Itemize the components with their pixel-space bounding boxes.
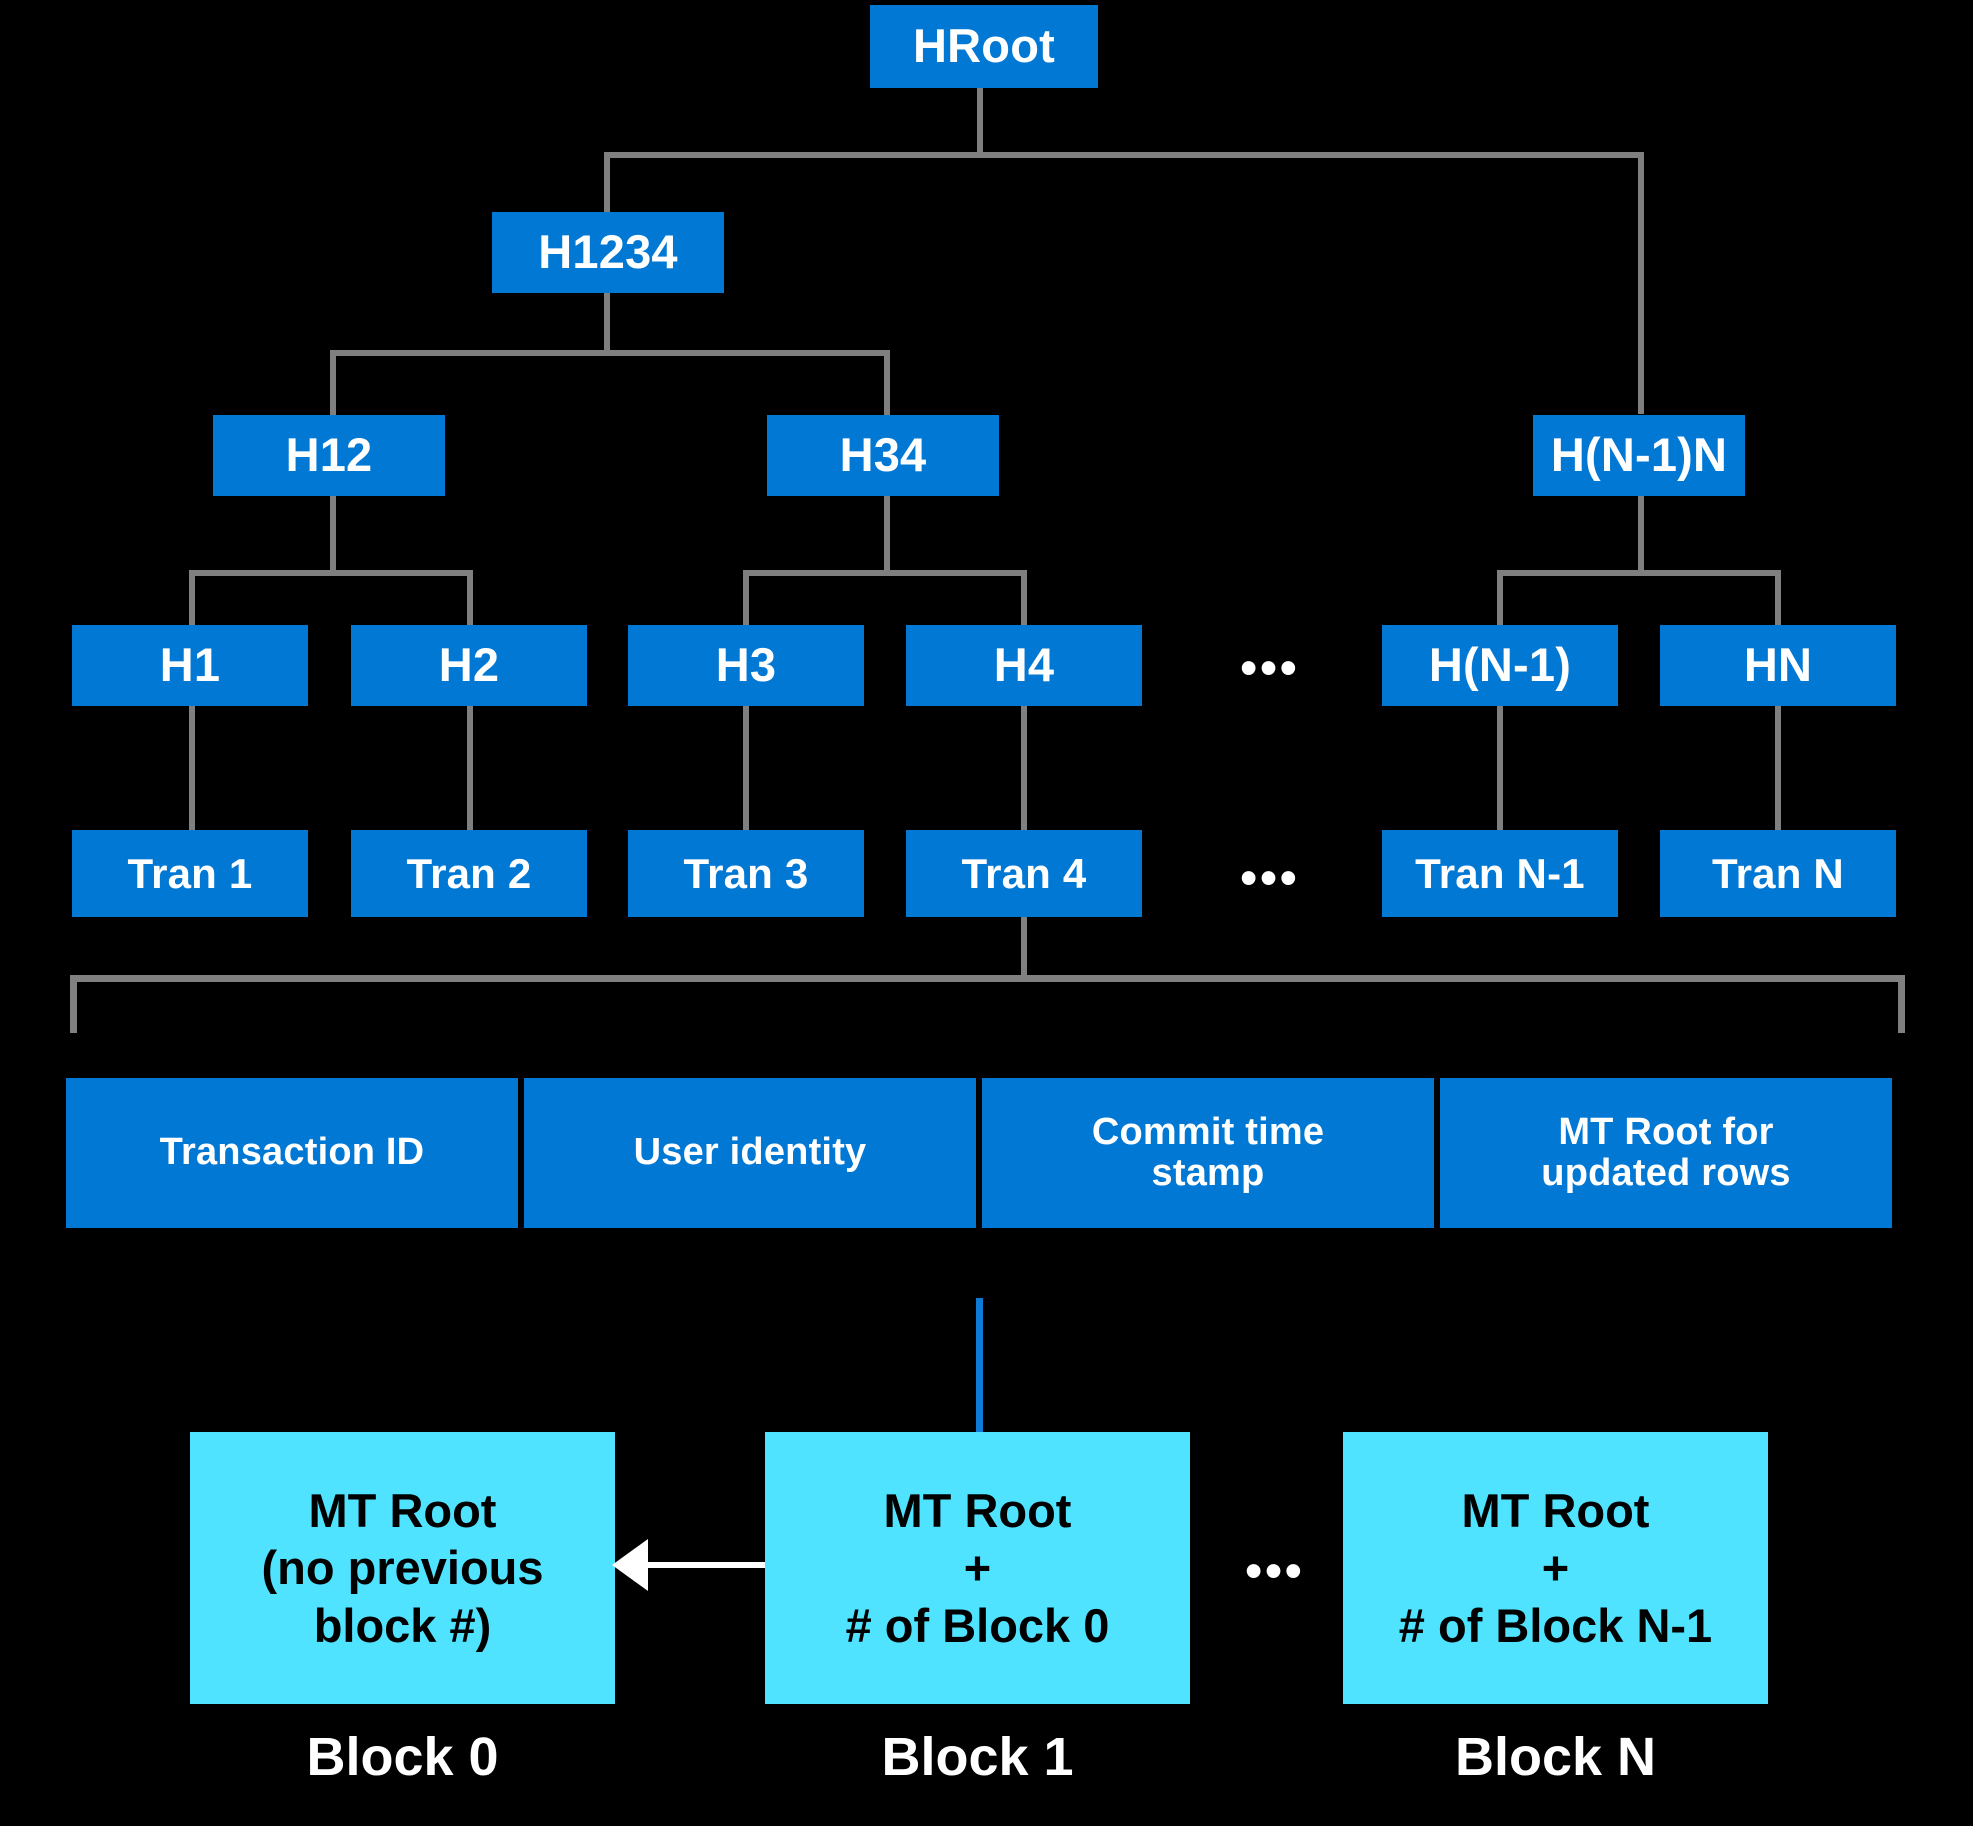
- block-chain-arrow-head-icon: [612, 1539, 648, 1591]
- node-h4[interactable]: H4: [906, 625, 1142, 706]
- field-transaction-id[interactable]: Transaction ID: [66, 1078, 518, 1228]
- field-user-identity-label: User identity: [633, 1131, 867, 1174]
- node-hn[interactable]: HN: [1660, 625, 1896, 706]
- node-h1[interactable]: H1: [72, 625, 308, 706]
- connector-h2-tran2: [467, 660, 473, 830]
- node-tran-n-1-label: Tran N-1: [1415, 849, 1585, 897]
- ellipsis-hash-row: •••: [1195, 645, 1345, 693]
- connector-h34-bus: [743, 570, 1027, 576]
- node-h1234-label: H1234: [538, 225, 678, 279]
- block-0-label-text: Block 0: [306, 1727, 499, 1787]
- connector-h12-bus: [189, 570, 473, 576]
- node-h4-label: H4: [993, 638, 1055, 692]
- connector-h3-tran3: [743, 660, 749, 830]
- block-n-box[interactable]: MT Root + # of Block N-1: [1343, 1432, 1768, 1704]
- node-h12-label: H12: [285, 428, 373, 482]
- node-hn1n[interactable]: H(N-1)N: [1533, 415, 1745, 496]
- node-h34[interactable]: H34: [767, 415, 999, 496]
- block-0-box[interactable]: MT Root (no previous block #): [190, 1432, 615, 1704]
- node-tran-n[interactable]: Tran N: [1660, 830, 1896, 917]
- node-h2[interactable]: H2: [351, 625, 587, 706]
- connector-h34-stem: [884, 496, 890, 576]
- node-hn1-label: H(N-1): [1428, 638, 1572, 692]
- node-h2-label: H2: [438, 638, 500, 692]
- node-h34-label: H34: [839, 428, 927, 482]
- node-h3-label: H3: [715, 638, 777, 692]
- node-tran-n-label: Tran N: [1712, 849, 1844, 897]
- block-1-label-text: Block 1: [881, 1727, 1074, 1787]
- node-tran-3-label: Tran 3: [683, 849, 809, 897]
- field-mt-root-updated-rows-label: MT Root for updated rows: [1541, 1110, 1791, 1194]
- node-hroot-label: HRoot: [913, 19, 1055, 73]
- node-tran-4[interactable]: Tran 4: [906, 830, 1142, 917]
- node-tran-4-label: Tran 4: [961, 849, 1087, 897]
- ellipsis-hash-row-text: •••: [1240, 642, 1300, 695]
- connector-hn1-trann1: [1497, 660, 1503, 830]
- connector-to-hn1: [1497, 570, 1503, 625]
- connector-hn-trann: [1775, 660, 1781, 830]
- block-0-label: Block 0: [190, 1730, 615, 1784]
- connector-to-h34: [884, 350, 890, 415]
- connector-to-h4: [1021, 570, 1027, 625]
- ellipsis-transaction-row-text: •••: [1240, 852, 1300, 905]
- connector-h12-stem: [330, 496, 336, 576]
- connector-to-h1234: [604, 152, 610, 212]
- connector-hroot-bus: [604, 152, 1644, 158]
- block-1-box[interactable]: MT Root + # of Block 0: [765, 1432, 1190, 1704]
- block-n-body: MT Root + # of Block N-1: [1398, 1484, 1713, 1652]
- block-1-body: MT Root + # of Block 0: [845, 1484, 1110, 1652]
- node-hn1[interactable]: H(N-1): [1382, 625, 1618, 706]
- connector-h1-tran1: [189, 660, 195, 830]
- node-hroot[interactable]: HRoot: [870, 5, 1098, 88]
- field-commit-time-stamp-label: Commit time stamp: [1091, 1110, 1325, 1194]
- block-1-label: Block 1: [765, 1730, 1190, 1784]
- ellipsis-block-row: •••: [1220, 1548, 1330, 1596]
- connector-to-hn1n: [1638, 152, 1644, 414]
- node-h1-label: H1: [159, 638, 221, 692]
- connector-transaction-to-block1: [976, 1298, 983, 1434]
- node-tran-1[interactable]: Tran 1: [72, 830, 308, 917]
- node-tran-2[interactable]: Tran 2: [351, 830, 587, 917]
- field-transaction-id-label: Transaction ID: [159, 1131, 425, 1174]
- connector-to-hn: [1775, 570, 1781, 625]
- connector-hn1n-stem: [1638, 496, 1644, 576]
- connector-h1234-bus: [330, 350, 890, 356]
- node-tran-1-label: Tran 1: [127, 849, 253, 897]
- connector-to-h3: [743, 570, 749, 625]
- field-commit-time-stamp[interactable]: Commit time stamp: [982, 1078, 1434, 1228]
- connector-tran4-bracket-stem: [1021, 917, 1027, 979]
- connector-h4-tran4: [1021, 660, 1027, 830]
- block-n-label-text: Block N: [1454, 1727, 1657, 1787]
- connector-hroot-stem: [977, 88, 983, 156]
- block-chain-arrow-shaft: [625, 1562, 765, 1568]
- node-tran-3[interactable]: Tran 3: [628, 830, 864, 917]
- node-hn-label: HN: [1743, 638, 1813, 692]
- connector-h1234-stem: [604, 293, 610, 353]
- node-tran-2-label: Tran 2: [406, 849, 532, 897]
- transaction-bracket-top: [70, 975, 1905, 982]
- field-user-identity[interactable]: User identity: [524, 1078, 976, 1228]
- node-h3[interactable]: H3: [628, 625, 864, 706]
- block-0-body: MT Root (no previous block #): [261, 1484, 544, 1652]
- node-h1234[interactable]: H1234: [492, 212, 724, 293]
- block-n-label: Block N: [1343, 1730, 1768, 1784]
- ellipsis-block-row-text: •••: [1245, 1545, 1305, 1598]
- connector-to-h12: [330, 350, 336, 415]
- node-hn1n-label: H(N-1)N: [1550, 428, 1728, 482]
- ellipsis-transaction-row: •••: [1195, 855, 1345, 903]
- connector-hn1n-bus: [1497, 570, 1781, 576]
- node-h12[interactable]: H12: [213, 415, 445, 496]
- connector-to-h1: [189, 570, 195, 625]
- transaction-bracket-right: [1898, 975, 1905, 1033]
- field-mt-root-updated-rows[interactable]: MT Root for updated rows: [1440, 1078, 1892, 1228]
- connector-to-h2: [467, 570, 473, 625]
- node-tran-n-1[interactable]: Tran N-1: [1382, 830, 1618, 917]
- transaction-bracket-left: [70, 975, 77, 1033]
